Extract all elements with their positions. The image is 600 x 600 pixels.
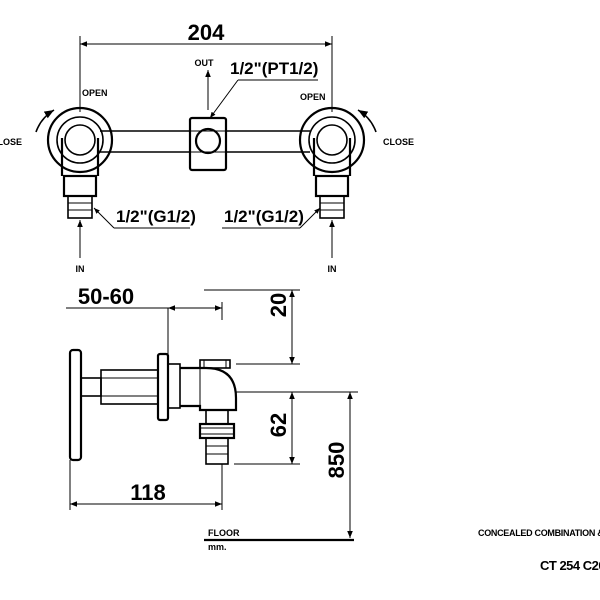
left-inlet-size-label: 1/2"(G1/2) xyxy=(116,207,196,226)
top-offset-dimension: 20 xyxy=(204,289,300,365)
depth-dimension: 118 xyxy=(69,460,223,510)
title-block: CONCEALED COMBINATION & FD CT 254 C20 xyxy=(478,528,600,573)
top-offset-label: 20 xyxy=(266,293,291,317)
depth-label: 118 xyxy=(130,480,166,505)
outlet-tee xyxy=(188,116,228,172)
floor-line: FLOOR mm. xyxy=(204,528,354,552)
left-inlet-arrow: IN xyxy=(76,220,85,274)
product-description: CONCEALED COMBINATION & FD xyxy=(478,528,600,538)
outlet-height-dimension: 62 xyxy=(234,391,358,465)
right-close-label: CLOSE xyxy=(383,137,414,147)
unit-label: mm. xyxy=(208,542,227,552)
projection-dimension: 50-60 xyxy=(66,284,223,354)
right-inlet-callout: 1/2"(G1/2) xyxy=(222,207,321,229)
left-in-label: IN xyxy=(76,264,85,274)
left-close-label: CLOSE xyxy=(0,137,22,147)
inlet-fitting xyxy=(198,409,236,465)
side-handle xyxy=(68,348,102,462)
top-view: 204 OUT 1/2"(PT1/2) xyxy=(0,20,414,274)
right-rotation-indicator: OPEN CLOSE xyxy=(300,92,414,147)
outlet-size-label: 1/2"(PT1/2) xyxy=(230,59,318,78)
outlet-arrow: OUT xyxy=(195,58,215,110)
left-open-label: OPEN xyxy=(82,88,108,98)
valve-body xyxy=(100,352,181,422)
outlet-size-callout: 1/2"(PT1/2) xyxy=(209,59,318,119)
outlet-label: OUT xyxy=(195,58,215,68)
projection-label: 50-60 xyxy=(78,284,134,309)
right-in-label: IN xyxy=(328,264,337,274)
model-number: CT 254 C20 xyxy=(540,558,600,573)
floor-label: FLOOR xyxy=(208,528,240,538)
left-inlet-callout: 1/2"(G1/2) xyxy=(93,207,196,229)
outlet-height-label: 62 xyxy=(266,413,291,437)
connecting-pipe xyxy=(100,130,310,153)
side-view: 50-60 xyxy=(66,284,358,552)
floor-height-label: 850 xyxy=(324,442,349,479)
overall-width-dimension: 204 xyxy=(79,20,333,112)
floor-height-dimension: 850 xyxy=(324,392,353,538)
left-valve xyxy=(46,106,114,219)
right-valve xyxy=(298,106,366,219)
right-open-label: OPEN xyxy=(300,92,326,102)
left-rotation-indicator: OPEN CLOSE xyxy=(0,88,108,147)
right-inlet-arrow: IN xyxy=(328,220,337,274)
overall-width-label: 204 xyxy=(188,20,225,45)
right-inlet-size-label: 1/2"(G1/2) xyxy=(224,207,304,226)
elbow-outlet xyxy=(180,359,238,412)
